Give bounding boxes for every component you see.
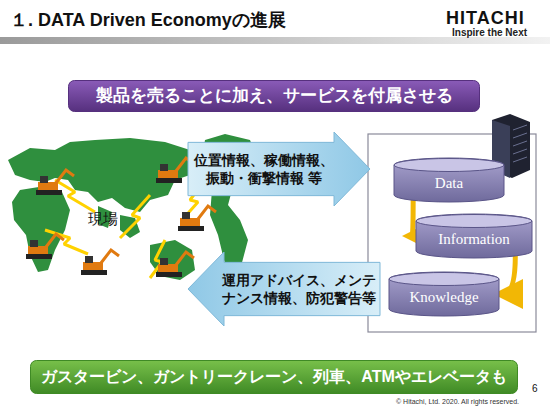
node-text: Data bbox=[435, 174, 463, 194]
service-flow-arrow: 運用アドバイス、メンテ ナンス情報、防犯警告等 bbox=[188, 252, 380, 326]
cylinder-top bbox=[416, 215, 532, 228]
data-flow-arrow: 位置情報、稼働情報、 振動・衝撃情報 等 bbox=[188, 132, 370, 206]
message-band: 製品を売ることに加え、サービスを付属させる bbox=[68, 80, 480, 112]
site-label: 現場 bbox=[88, 210, 118, 229]
band-fill bbox=[69, 81, 480, 112]
data-cylinder: Data bbox=[393, 158, 505, 202]
arrow-fill bbox=[188, 252, 380, 326]
company-logo: HITACHI bbox=[446, 8, 525, 29]
page-number: 6 bbox=[532, 383, 538, 394]
cylinder-body bbox=[389, 272, 499, 316]
cylinder-body bbox=[416, 214, 532, 258]
logo-tagline: Inspire the Next bbox=[452, 27, 527, 38]
information-cylinder: Information bbox=[415, 214, 533, 258]
copyright-note: © Hitachi, Ltd. 2020. All rights reserve… bbox=[396, 398, 519, 405]
slide-title: １. DATA Driven Economyの進展 bbox=[10, 8, 286, 32]
band-fill bbox=[31, 361, 518, 394]
cylinder-body bbox=[394, 158, 504, 202]
cylinder-top bbox=[394, 159, 504, 172]
node-text: 運用アドバイス、メンテ ナンス情報、防犯警告等 bbox=[218, 271, 380, 307]
signal-bolts bbox=[45, 180, 205, 278]
cycle-arrow bbox=[503, 256, 515, 294]
node-text: Information bbox=[438, 230, 510, 250]
arrow-fill bbox=[188, 132, 370, 206]
node-text: 製品を売ることに加え、サービスを付属させる bbox=[96, 85, 453, 107]
knowledge-cylinder: Knowledge bbox=[388, 272, 500, 316]
data-flow-arrow-outline bbox=[188, 132, 370, 206]
node-text: Knowledge bbox=[409, 288, 478, 308]
example-band: ガスタービン、ガントリークレーン、列車、ATMやエレベータも bbox=[30, 360, 518, 394]
service-flow-arrow-outline bbox=[188, 252, 380, 326]
cylinder-top bbox=[389, 273, 499, 286]
title-underline bbox=[0, 37, 550, 44]
cycle-arrow bbox=[412, 200, 413, 236]
node-text: ガスタービン、ガントリークレーン、列車、ATMやエレベータも bbox=[41, 367, 506, 388]
node-text: 位置情報、稼働情報、 振動・衝撃情報 等 bbox=[189, 151, 339, 187]
